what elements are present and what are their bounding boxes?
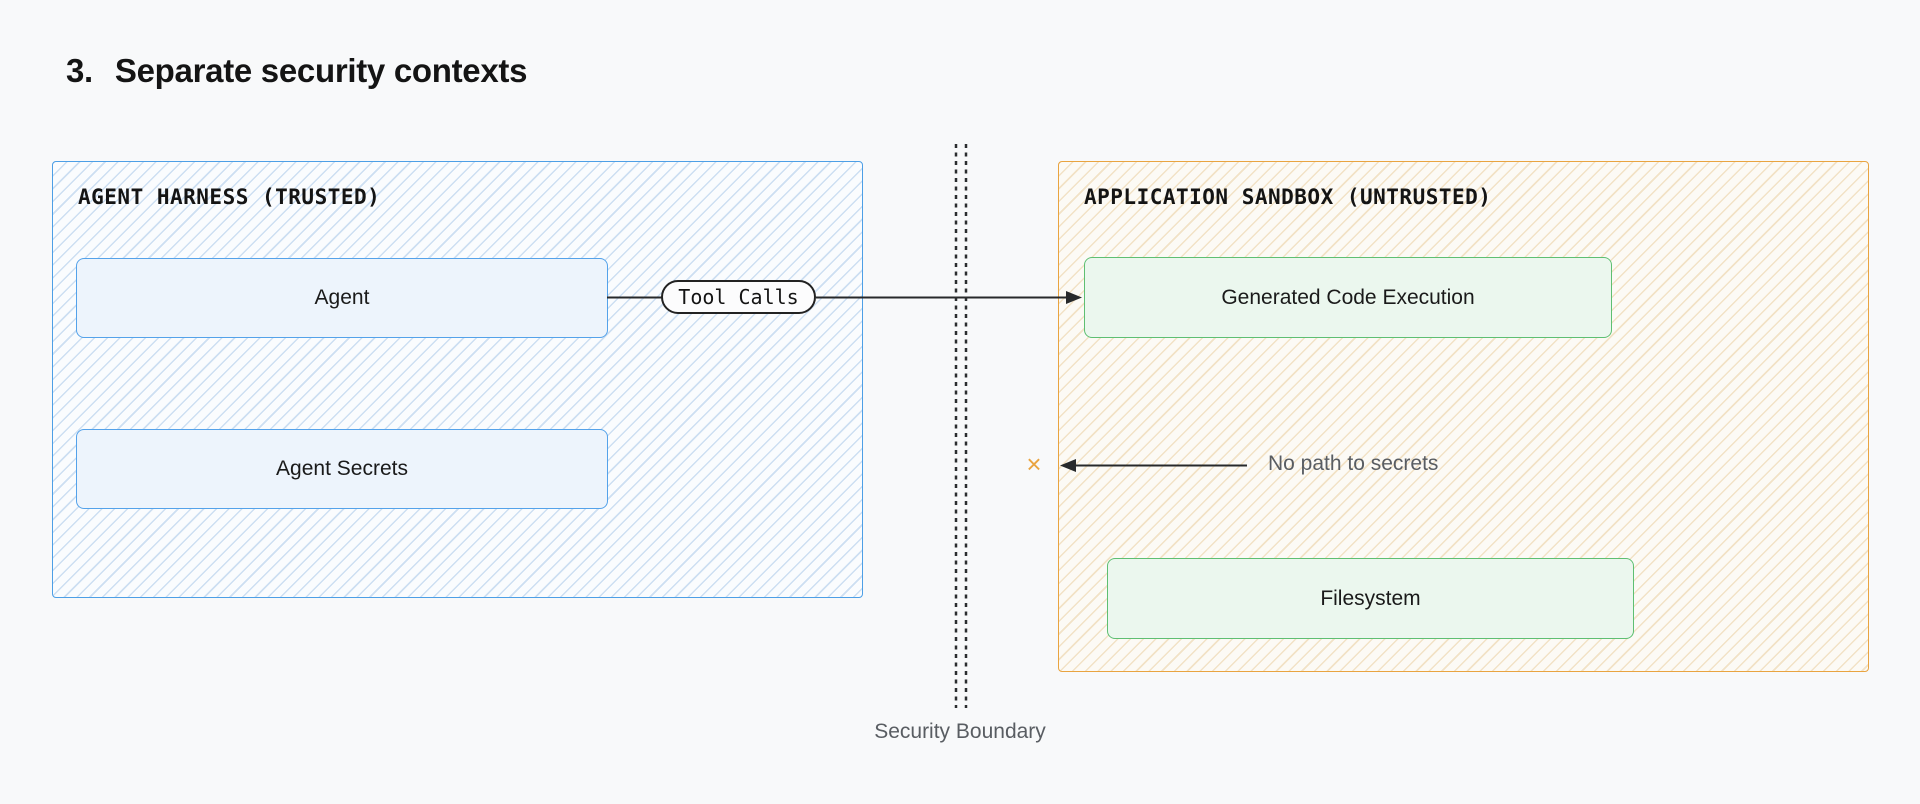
security-boundary-label: Security Boundary — [874, 720, 1046, 743]
generated-code-execution-label: Generated Code Execution — [1221, 285, 1475, 309]
page-title: 3. Separate security contexts — [66, 52, 527, 90]
tool-calls-pill-label: Tool Calls — [678, 285, 799, 309]
agent-secrets-node-label: Agent Secrets — [276, 457, 408, 480]
application-sandbox-zone-title: APPLICATION SANDBOX (UNTRUSTED) — [1084, 185, 1492, 209]
page-title-text: Separate security contexts — [114, 52, 528, 89]
agent-node-label: Agent — [314, 286, 370, 309]
no-path-label: No path to secrets — [1268, 452, 1439, 475]
agent-secrets-node: Agent Secrets — [76, 429, 608, 509]
tool-calls-pill: Tool Calls — [661, 280, 816, 314]
agent-harness-zone-title: AGENT HARNESS (TRUSTED) — [78, 185, 381, 209]
blocked-x-icon: × — [1026, 449, 1042, 479]
filesystem-node: Filesystem — [1107, 558, 1634, 639]
agent-node: Agent — [76, 258, 608, 338]
page-title-number: 3. — [66, 52, 93, 89]
filesystem-node-label: Filesystem — [1320, 586, 1421, 610]
generated-code-execution-node: Generated Code Execution — [1084, 257, 1612, 338]
agent-harness-zone: AGENT HARNESS (TRUSTED) Agent Agent Secr… — [52, 161, 863, 598]
application-sandbox-zone: APPLICATION SANDBOX (UNTRUSTED) Generate… — [1058, 161, 1869, 672]
